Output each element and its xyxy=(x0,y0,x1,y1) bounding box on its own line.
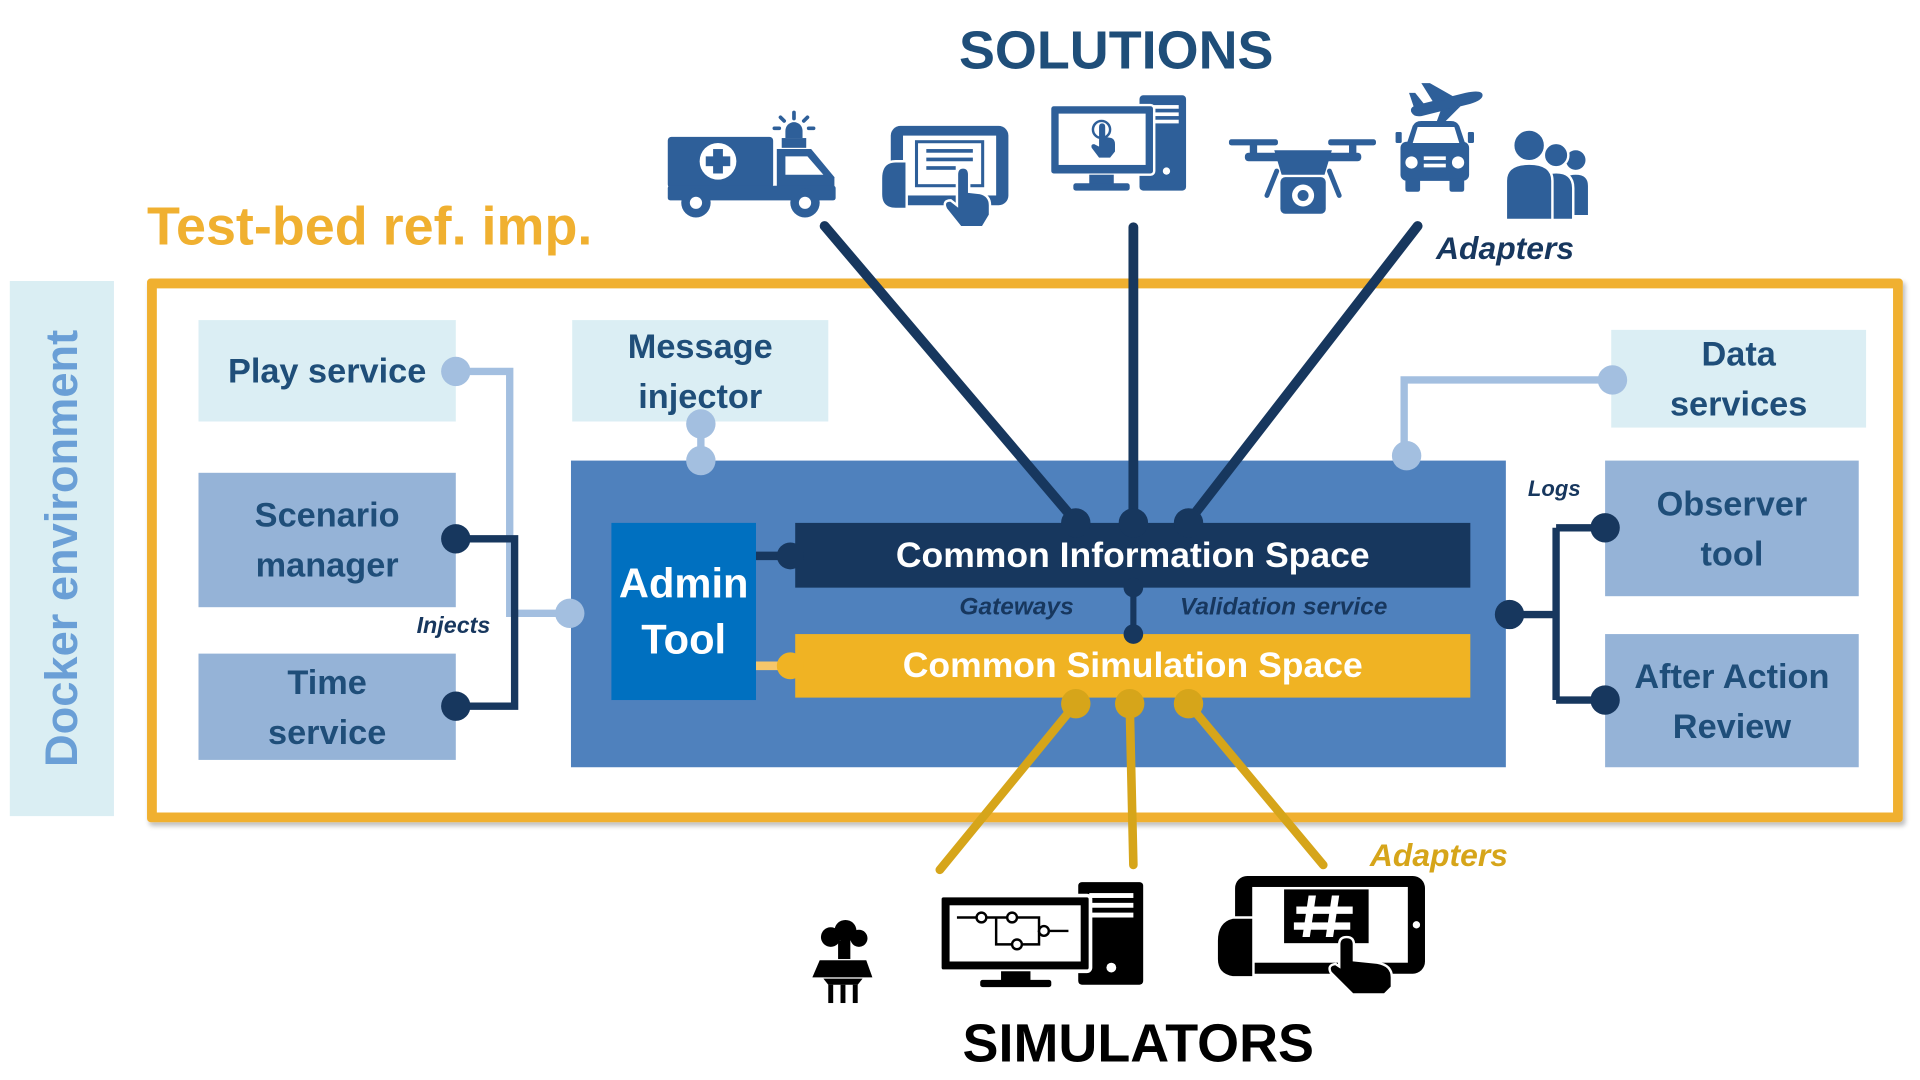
admin-tool-box: Admin Tool xyxy=(611,522,756,701)
desktop-computer-icon xyxy=(1048,95,1187,191)
ambulance-icon xyxy=(667,110,836,218)
scenario-manager-box: Scenario manager xyxy=(198,472,456,608)
simulators-title: SIMULATORS xyxy=(962,1014,1314,1074)
tablet-touch-icon xyxy=(879,125,1009,229)
message-injector-box: Message injector xyxy=(572,320,829,422)
explosion-icon xyxy=(812,919,873,1004)
vehicle-icon xyxy=(1395,120,1474,192)
docker-environment-label: Docker environment xyxy=(36,329,87,768)
solution-adapters-label: Adapters xyxy=(1436,229,1575,267)
tablet-hash-icon xyxy=(1215,875,1425,996)
observer-tool-label: Observer tool xyxy=(1656,484,1808,573)
observer-tool-box: Observer tool xyxy=(1605,460,1859,597)
scenario-manager-label: Scenario manager xyxy=(254,496,400,584)
docker-environment-panel: Docker environment xyxy=(9,280,114,817)
drone-icon xyxy=(1228,139,1376,214)
testbed-title: Test-bed ref. imp. xyxy=(147,196,593,257)
simulator-adapters-label: Adapters xyxy=(1369,836,1508,874)
common-information-space-bar: Common Information Space xyxy=(795,522,1471,588)
people-icon xyxy=(1504,128,1588,222)
after-action-review-label: After Action Review xyxy=(1634,656,1830,745)
common-simulation-space-bar: Common Simulation Space xyxy=(795,634,1471,698)
play-service-box: Play service xyxy=(198,320,456,422)
validation-service-label: Validation service xyxy=(1179,593,1388,621)
logs-label: Logs xyxy=(1527,476,1581,501)
play-service-label: Play service xyxy=(227,351,427,390)
time-service-label: Time service xyxy=(267,662,387,751)
injects-label: Injects xyxy=(416,613,491,639)
data-services-label: Data services xyxy=(1669,334,1808,423)
data-services-box: Data services xyxy=(1611,329,1867,428)
simulation-computer-icon xyxy=(937,882,1144,988)
common-simulation-space-label: Common Simulation Space xyxy=(902,646,1363,686)
admin-tool-label: Admin Tool xyxy=(618,560,749,663)
solutions-title: SOLUTIONS xyxy=(958,20,1274,81)
message-injector-label: Message injector xyxy=(627,326,773,415)
airplane-icon xyxy=(1409,83,1483,124)
after-action-review-box: After Action Review xyxy=(1605,634,1859,768)
common-information-space-label: Common Information Space xyxy=(895,535,1370,575)
gateways-label: Gateways xyxy=(959,593,1074,621)
time-service-box: Time service xyxy=(198,653,456,760)
